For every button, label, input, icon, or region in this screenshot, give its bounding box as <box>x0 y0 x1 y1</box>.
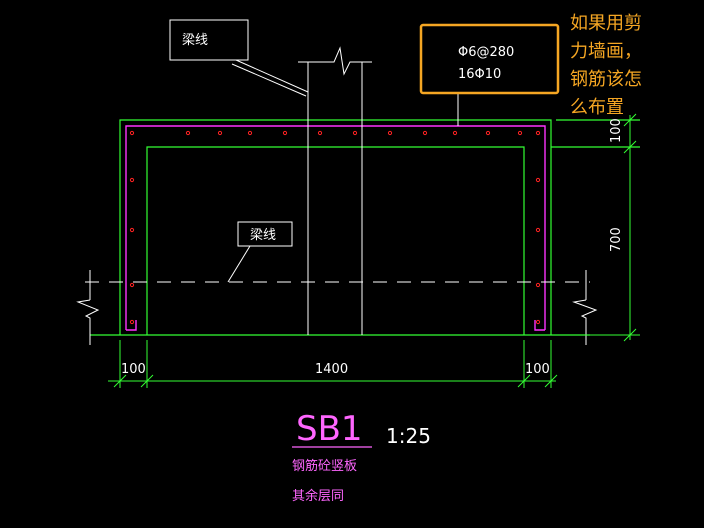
question-line-3: 钢筋该怎 <box>570 69 642 90</box>
annotation-lines <box>76 46 598 345</box>
dim-left: 100 <box>121 362 146 377</box>
question-note: 如果用剪 力墙画， 钢筋该怎 么布置 <box>570 10 700 122</box>
concrete-outline <box>90 119 640 336</box>
question-line-2: 力墙画， <box>570 41 642 62</box>
question-line-4: 么布置 <box>570 97 624 118</box>
outer-outline <box>119 119 552 335</box>
drawing-title: SB1 <box>296 409 363 449</box>
beam-label-mid-text: 梁线 <box>250 228 276 243</box>
beam-label-top: 梁线 <box>169 19 249 61</box>
rebar-hook-left <box>126 320 137 331</box>
dim-side: 700 <box>609 227 624 252</box>
break-symbol-right <box>572 299 598 345</box>
drawing-subtitle-1: 钢筋砼竖板 <box>292 458 357 474</box>
rebar-loop <box>125 125 546 331</box>
rebar-spec-box: Φ6@280 16Φ10 <box>419 23 560 95</box>
horizontal-dimension <box>108 340 558 388</box>
beam-label-top-text: 梁线 <box>182 33 208 48</box>
dim-right: 100 <box>525 362 550 377</box>
break-symbol-top <box>298 46 372 76</box>
leader-mid <box>227 245 251 283</box>
question-line-1: 如果用剪 <box>570 13 642 34</box>
dim-mid: 1400 <box>315 362 348 377</box>
vertical-dimension <box>556 113 640 342</box>
drawing-scale: 1:25 <box>386 424 431 448</box>
drawing-subtitle-2: 其余层同 <box>292 488 344 504</box>
rebar-dots <box>129 130 541 325</box>
rebar-hook-right <box>534 320 545 331</box>
break-symbol-left <box>76 299 100 345</box>
rebar-spec-2: 16Φ10 <box>458 67 501 82</box>
beam-label-mid: 梁线 <box>237 221 293 247</box>
inner-outline <box>146 146 525 335</box>
rebar-outer <box>125 125 546 330</box>
dim-top: 100 <box>609 118 624 143</box>
rebar-spec-1: Φ6@280 <box>458 45 514 60</box>
leader-top <box>231 63 307 97</box>
